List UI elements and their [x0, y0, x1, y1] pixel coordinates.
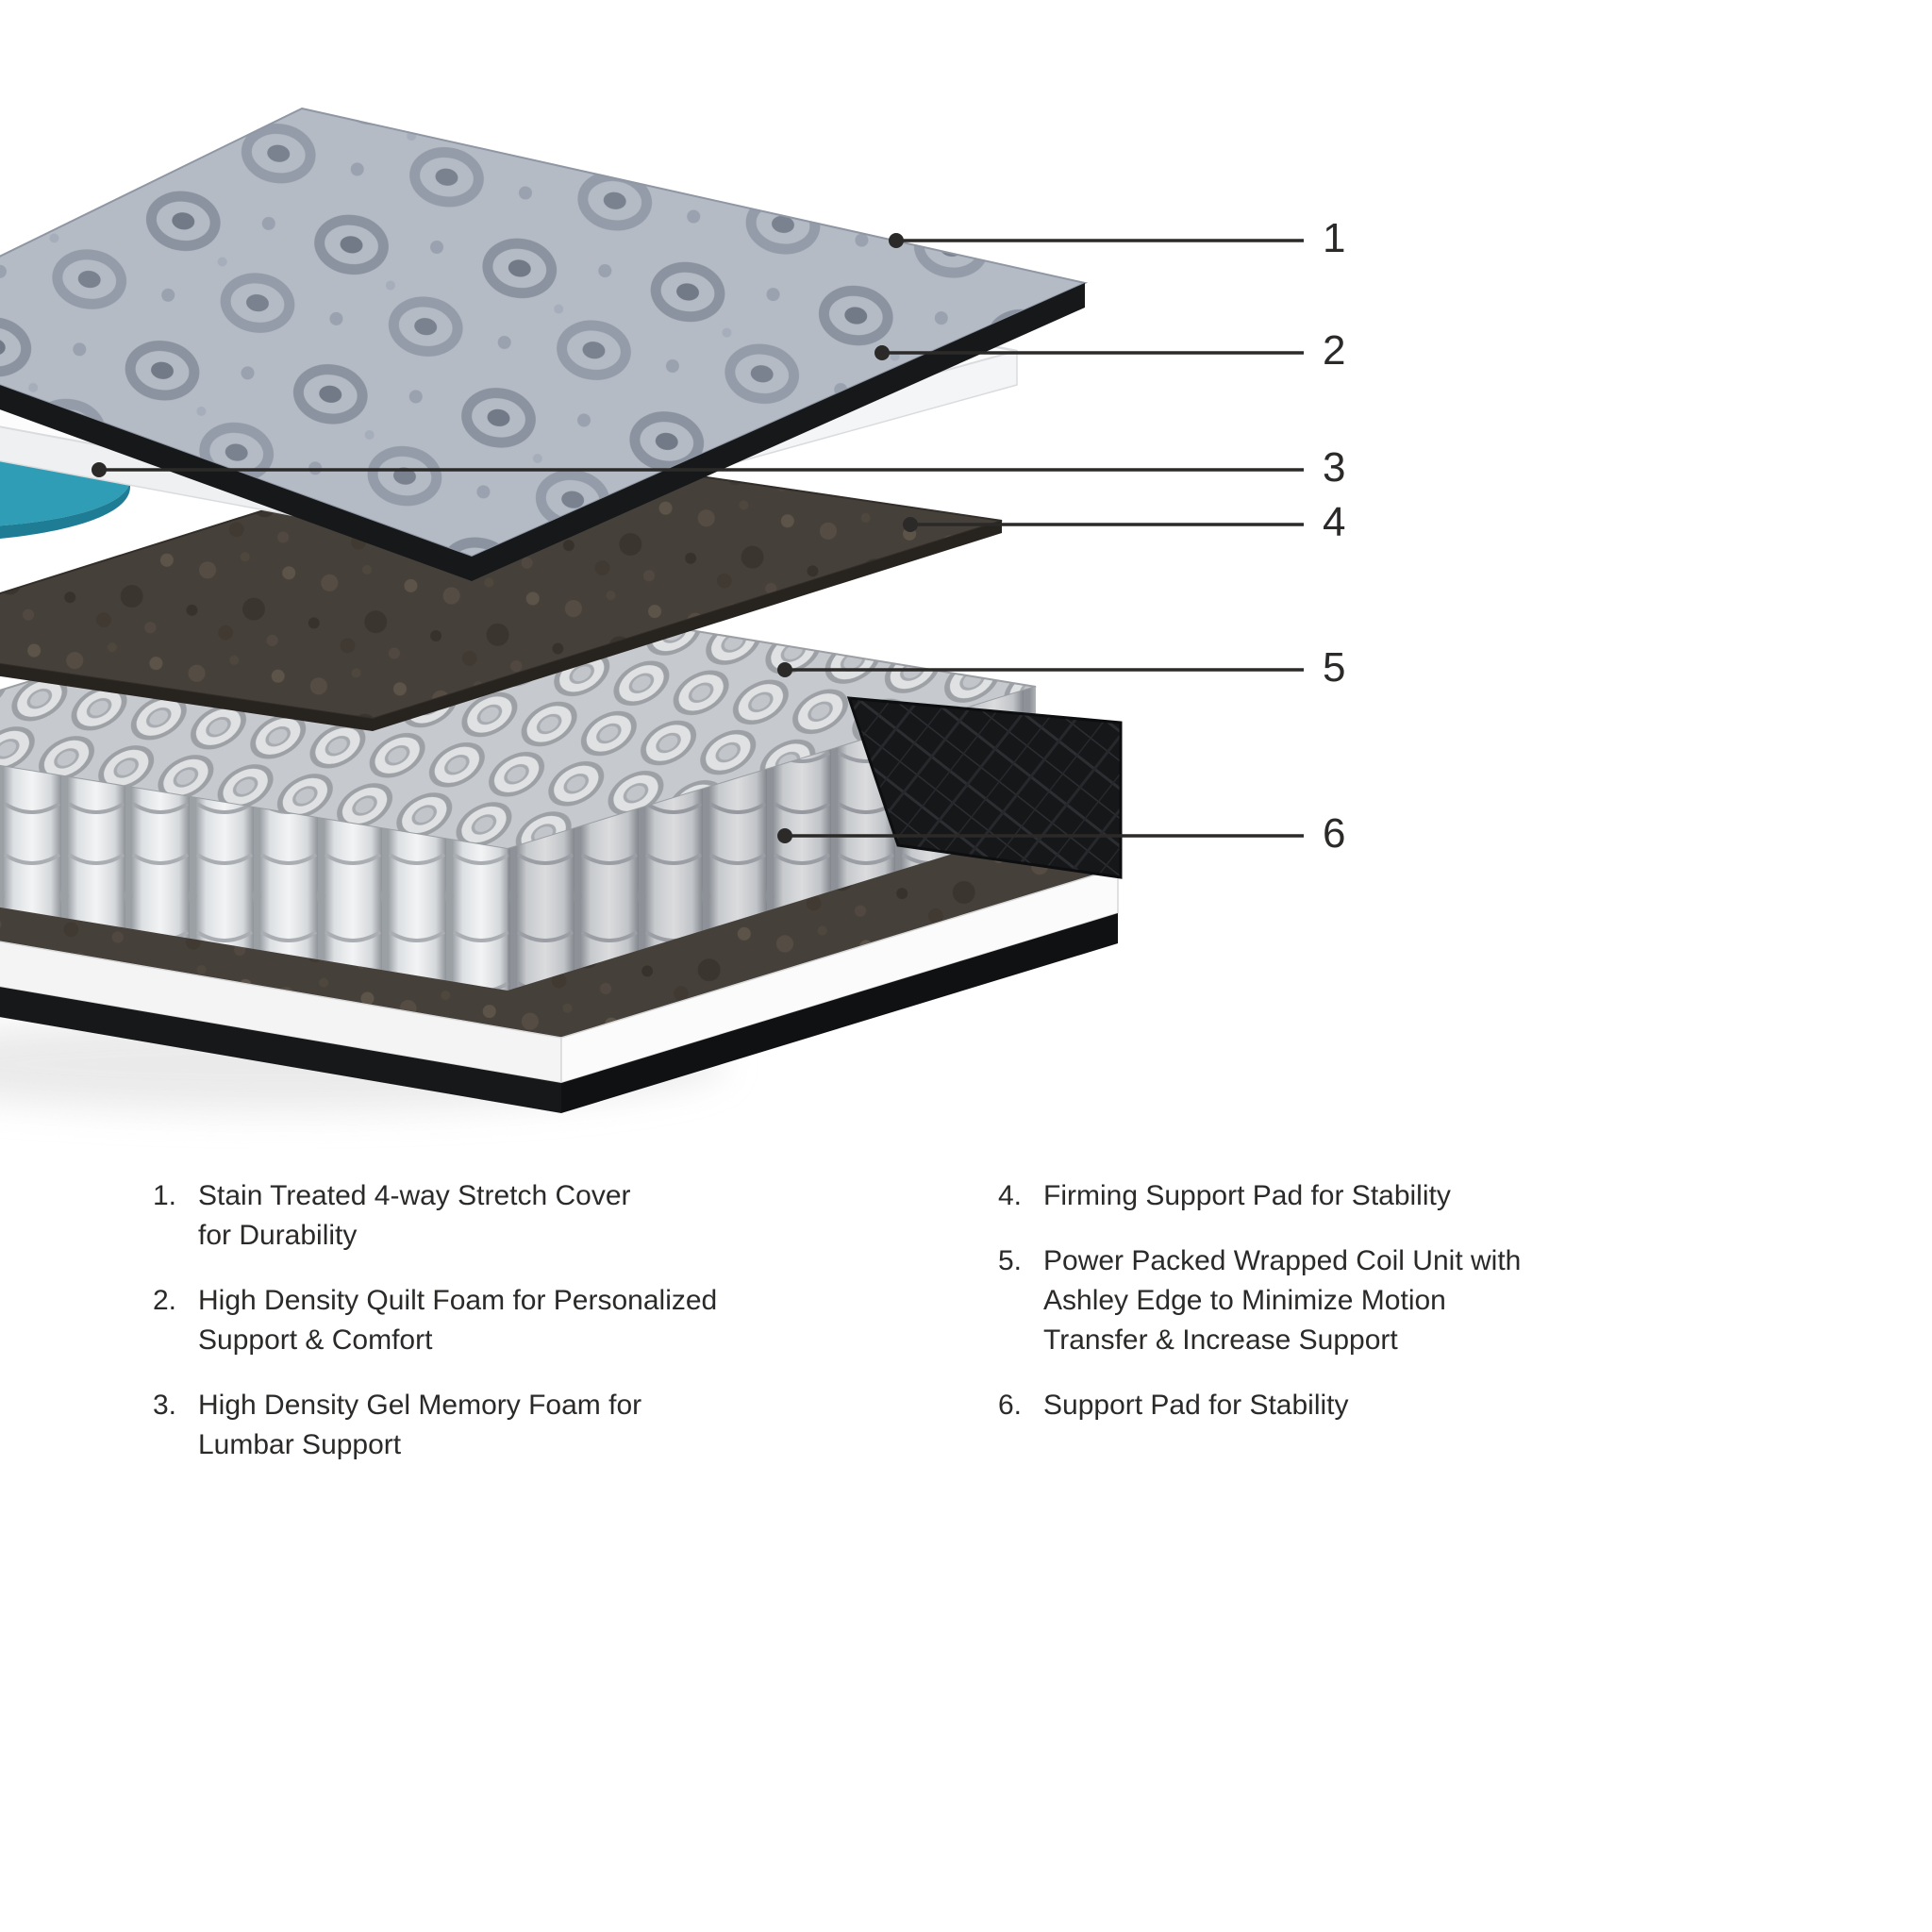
legend-item-3: 3. High Density Gel Memory Foam for Lumb… — [153, 1386, 785, 1465]
legend-item-5-text: Power Packed Wrapped Coil Unit with Ashl… — [1043, 1245, 1522, 1356]
leader-line-4 — [903, 517, 1304, 532]
legend-item-1-text: Stain Treated 4-way Stretch Cover for Du… — [198, 1180, 631, 1251]
legend-left-column: 1. Stain Treated 4-way Stretch Cover for… — [153, 1176, 785, 1465]
legend-item-6: 6. Support Pad for Stability — [998, 1386, 1687, 1425]
legend-item-3-text: High Density Gel Memory Foam for Lumbar … — [198, 1390, 642, 1460]
callout-number-6: 6 — [1323, 810, 1347, 857]
leader-line-1 — [889, 233, 1304, 248]
leader-line-2 — [874, 345, 1304, 360]
callout-number-1: 1 — [1323, 215, 1347, 261]
legend-item-3-number: 3. — [153, 1390, 177, 1421]
legend-item-4: 4. Firming Support Pad for Stability — [998, 1176, 1687, 1216]
legend-item-2-number: 2. — [153, 1285, 177, 1316]
callout-number-5: 5 — [1323, 644, 1347, 691]
coil-front-left-face — [0, 765, 508, 991]
callout-number-2: 2 — [1323, 327, 1347, 374]
legend-item-5-number: 5. — [998, 1245, 1023, 1276]
callout-number-4: 4 — [1323, 499, 1347, 545]
legend-item-2-text: High Density Quilt Foam for Personalized… — [198, 1285, 718, 1356]
leader-line-5 — [777, 662, 1304, 677]
legend-item-6-number: 6. — [998, 1390, 1023, 1421]
legend-right-column: 4. Firming Support Pad for Stability 5. … — [998, 1176, 1687, 1425]
legend-item-5: 5. Power Packed Wrapped Coil Unit with A… — [998, 1241, 1687, 1360]
legend-item-6-text: Support Pad for Stability — [1043, 1390, 1349, 1421]
legend-item-1-number: 1. — [153, 1180, 177, 1211]
legend-item-4-number: 4. — [998, 1180, 1023, 1211]
legend-item-2: 2. High Density Quilt Foam for Personali… — [153, 1281, 785, 1360]
callout-number-3: 3 — [1323, 444, 1347, 491]
legend-item-1: 1. Stain Treated 4-way Stretch Cover for… — [153, 1176, 785, 1256]
stretch-cover-layer — [0, 107, 1089, 581]
leader-line-3 — [92, 462, 1304, 477]
leader-line-6 — [777, 828, 1304, 843]
callout-leaders — [92, 233, 1304, 843]
edge-support-wedge — [846, 696, 1123, 879]
legend-item-4-text: Firming Support Pad for Stability — [1043, 1180, 1451, 1211]
firming-support-pad-layer — [0, 441, 1003, 731]
